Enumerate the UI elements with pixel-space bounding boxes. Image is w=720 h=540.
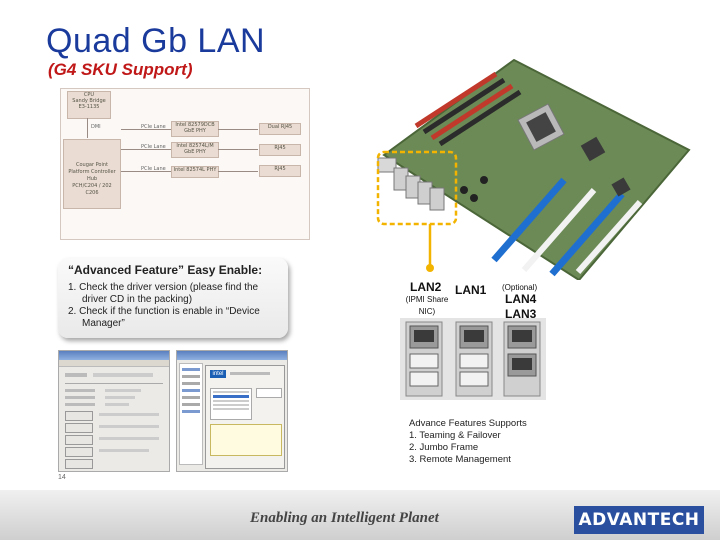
advanced-item-1: 1. Teaming & Failover [409,430,501,441]
advanced-feature-callout: “Advanced Feature” Easy Enable: 1. Check… [58,258,288,338]
lan4-label: LAN4 [505,292,537,306]
io-panel [377,157,445,211]
pcie-label-3: PCIe Lane [141,166,166,172]
motherboard-photo [376,58,691,280]
page-subtitle: (G4 SKU Support) [48,60,193,79]
port-block-2: RJ45 [259,144,301,156]
lan2-note: (IPMI Share NIC) [405,295,449,316]
lan2-label: LAN2 [410,280,442,294]
advanced-features-list: Advance Features Supports 1. Teaming & F… [409,418,527,466]
optional-note: (Optional) [502,283,538,292]
lan1-label: LAN1 [455,283,487,297]
advanced-heading: Advance Features Supports [409,418,527,429]
lan-callout-dot [426,264,434,272]
phy-chip-3: Intel 82574L PHY [171,166,219,178]
port-block-3: RJ45 [259,165,301,177]
lan3-label: LAN3 [505,307,537,321]
pcie-slots [491,177,643,277]
feature-step-1: 1. Check the driver version (please find… [68,282,259,305]
dmi-label: DMI [91,124,101,130]
footer-slogan: Enabling an Intelligent Planet [250,510,439,526]
advanced-item-2: 2. Jumbo Frame [409,442,479,453]
pcie-label-2: PCIe Lane [141,144,166,150]
driver-properties-screenshot [58,350,170,472]
feature-heading: “Advanced Feature” Easy Enable: [68,263,263,277]
dimm-slots [414,71,522,147]
lan-port-panel [400,318,546,400]
feature-step-2: 2. Check if the function is enable in “D… [68,306,260,329]
page-number: 14 [58,474,66,481]
pcie-label-1: PCIe Lane [141,124,166,130]
feature-steps: 1. Check the driver version (please find… [68,282,282,330]
advantech-logo: ADVANTECH [574,506,704,534]
device-manager-screenshot: intel [176,350,288,472]
lan-highlight-box [376,150,458,226]
page-title: Quad Gb LAN [46,22,266,60]
port-block-1: Dual RJ45 [259,123,301,135]
advanced-item-3: 3. Remote Management [409,454,511,465]
